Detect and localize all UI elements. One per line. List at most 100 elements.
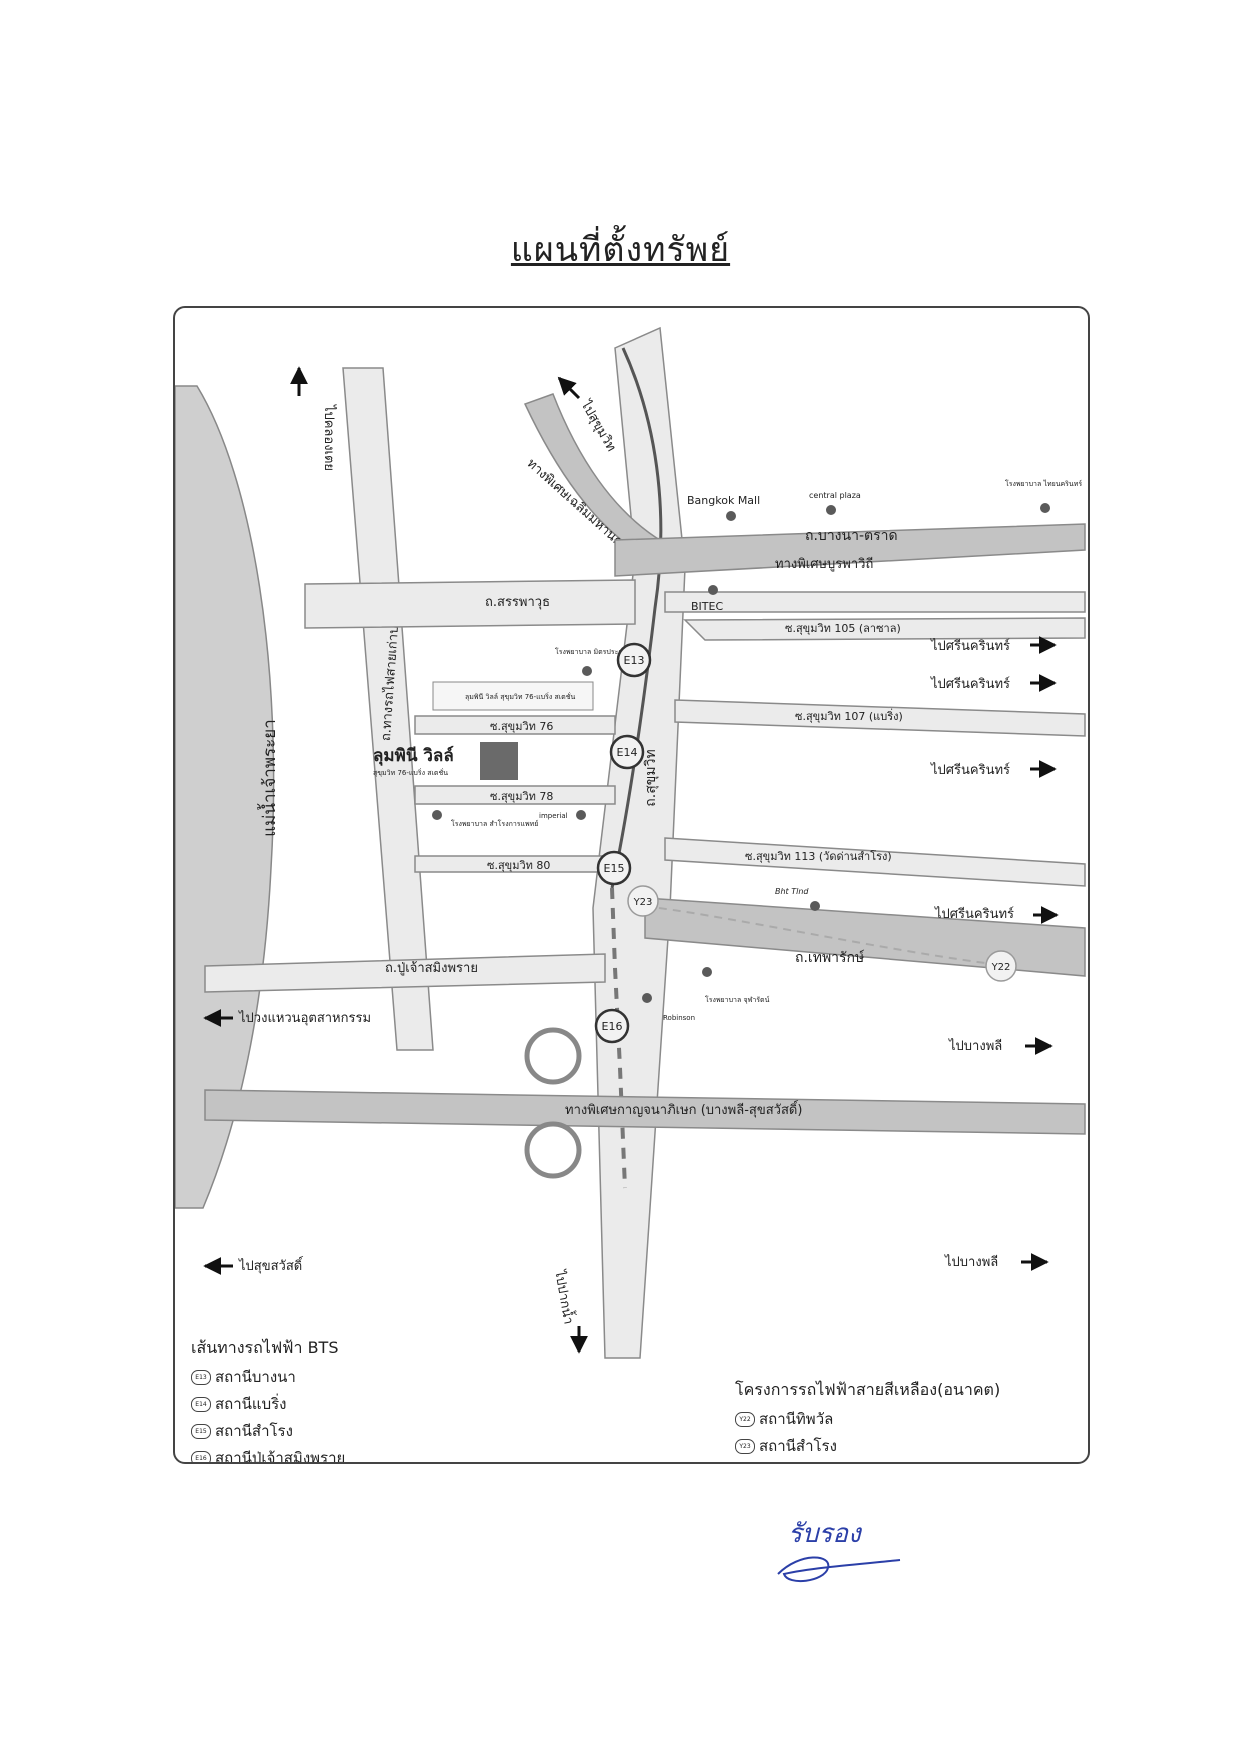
property-name: ลุมพินี วิลล์ bbox=[373, 745, 454, 766]
road-sanphawut-label: ถ.สรรพาวุธ bbox=[485, 595, 550, 610]
legend-label: สถานีสำโรง bbox=[759, 1437, 837, 1455]
dir-srinakarin-4: ไปศรีนครินทร์ bbox=[934, 906, 1014, 922]
legend-code: Y23 bbox=[735, 1438, 755, 1454]
legend-label: สถานีปู่เจ้าสมิงพราย bbox=[215, 1449, 346, 1464]
river bbox=[175, 385, 275, 1209]
poi-imperial-dot bbox=[576, 810, 586, 820]
poi-central: central plaza bbox=[809, 491, 861, 500]
road-puchao bbox=[204, 953, 606, 993]
road-soi-80-label: ซ.สุขุมวิท 80 bbox=[487, 859, 550, 872]
station-e16-label: E16 bbox=[602, 1020, 623, 1033]
road-old-railway bbox=[342, 367, 434, 1051]
road-puchao-label: ถ.ปู่เจ้าสมิงพราย bbox=[385, 961, 478, 976]
road-soi-105 bbox=[683, 617, 1086, 641]
signature: รับรอง bbox=[777, 1519, 901, 1583]
road-soi-78-label: ซ.สุขุมวิท 78 bbox=[490, 790, 553, 803]
legend-label: สถานีสำโรง bbox=[215, 1422, 293, 1440]
legend-item: E16 สถานีปู่เจ้าสมิงพราย bbox=[191, 1446, 346, 1464]
interchange-loop-lower bbox=[524, 1121, 582, 1179]
expressway-burapha-label: ทางพิเศษบูรพาวิถี bbox=[775, 556, 873, 572]
station-e14-label: E14 bbox=[617, 746, 638, 759]
property-sub: สุขุมวิท 76-แบริ่ง สเตชั่น bbox=[373, 768, 448, 777]
road-soi-76-label: ซ.สุขุมวิท 76 bbox=[490, 720, 553, 733]
road-soi-113-label: ซ.สุขุมวิท 113 (วัดด่านสำโรง) bbox=[745, 849, 892, 863]
poi-hospital-chularat: โรงพยาบาล จุฬารัตน์ bbox=[705, 995, 770, 1004]
legend-label: สถานีทิพวัล bbox=[759, 1410, 834, 1428]
poi-hospital-mitrpracha-dot bbox=[582, 666, 592, 676]
road-soi-76 bbox=[414, 715, 616, 735]
road-soi-113 bbox=[664, 837, 1086, 887]
station-e15-label: E15 bbox=[604, 862, 625, 875]
dir-sukhumvit-n: ไปสุขุมวิท bbox=[577, 397, 619, 454]
poi-imperial: imperial bbox=[539, 812, 568, 820]
road-soi-78 bbox=[414, 785, 616, 805]
property-small-label: ลุมพินี วิลล์ สุขุมวิท 76-แบริ่ง สเตชั่น bbox=[465, 692, 575, 701]
dir-srinakarin-3: ไปศรีนครินทร์ bbox=[930, 762, 1010, 778]
poi-bitec-dot bbox=[708, 585, 718, 595]
poi-robinson: Robinson bbox=[663, 1014, 695, 1022]
dir-srinakarin-2: ไปศรีนครินทร์ bbox=[930, 676, 1010, 692]
road-sanphawut bbox=[304, 579, 636, 629]
interchange-loop-upper bbox=[524, 1027, 582, 1085]
station-e13: E13 bbox=[616, 642, 652, 678]
legend-label: สถานีแบริ่ง bbox=[215, 1395, 287, 1413]
poi-hospital-samrong-dot bbox=[432, 810, 442, 820]
road-soi-107-label: ซ.สุขุมวิท 107 (แบริ่ง) bbox=[795, 708, 903, 723]
road-theparak bbox=[644, 897, 1086, 977]
map-canvas: แม่น้ำเจ้าพระยา ถ.ทางรถไฟสายเก่าปากน้ำ ถ… bbox=[175, 326, 1086, 1359]
station-y23: Y23 bbox=[627, 885, 659, 917]
poi-bangkok-mall: Bangkok Mall bbox=[687, 494, 760, 507]
station-y22: Y22 bbox=[985, 950, 1017, 982]
station-e16: E16 bbox=[594, 1008, 630, 1044]
signature-text: รับรอง bbox=[788, 1519, 863, 1549]
dir-pak-nam: ไปปากน้ำ bbox=[551, 1268, 578, 1326]
dir-bang-phli-2: ไปบางพลี bbox=[944, 1254, 998, 1270]
road-soi-105-label: ซ.สุขุมวิท 105 (ลาซาล) bbox=[785, 622, 901, 635]
dir-klong-toei: ไปคลองเตย bbox=[321, 404, 337, 471]
poi-bangkok-mall-dot bbox=[726, 511, 736, 521]
legend-yellow-title: โครงการรถไฟฟ้าสายสีเหลือง(อนาคต) bbox=[735, 1380, 1001, 1399]
dir-bang-phli-1: ไปบางพลี bbox=[948, 1038, 1002, 1054]
station-y22-label: Y22 bbox=[991, 962, 1011, 973]
page-title: แผนที่ตั้งทรัพย์ bbox=[510, 230, 731, 270]
dir-suksawat: ไปสุขสวัสดิ์ bbox=[238, 1256, 304, 1274]
location-map: แม่น้ำเจ้าพระยา ถ.ทางรถไฟสายเก่าปากน้ำ ถ… bbox=[173, 306, 1090, 1464]
legend-code: E14 bbox=[191, 1396, 211, 1412]
signature-flourish bbox=[777, 1556, 901, 1583]
property-building-icon bbox=[480, 742, 518, 780]
dir-srinakarin-1: ไปศรีนครินทร์ bbox=[930, 638, 1010, 654]
poi-hospital-thainakarin-dot bbox=[1040, 503, 1050, 513]
legend-code: Y22 bbox=[735, 1411, 755, 1427]
property-block bbox=[432, 681, 594, 711]
expressway-bangna bbox=[614, 523, 1086, 577]
legend-code: E13 bbox=[191, 1369, 211, 1385]
station-y23-label: Y23 bbox=[633, 897, 653, 908]
poi-hospital-thainakarin: โรงพยาบาล ไทยนครินทร์ bbox=[1005, 479, 1082, 488]
poi-hospital-chularat-dot bbox=[702, 967, 712, 977]
poi-central-dot bbox=[826, 505, 836, 515]
yellow-line-theparak bbox=[658, 907, 986, 964]
legend-code: E16 bbox=[191, 1450, 211, 1462]
river-label: แม่น้ำเจ้าพระยา bbox=[257, 719, 280, 837]
poi-bitec: BITEC bbox=[691, 600, 723, 613]
poi-hospital-mitrpracha: โรงพยาบาล มิตรประชา bbox=[555, 647, 627, 656]
station-e13-label: E13 bbox=[624, 654, 645, 667]
expressway-kanchana-label: ทางพิเศษกาญจนาภิเษก (บางพลี-สุขสวัสดิ์) bbox=[565, 1100, 802, 1118]
dir-industrial-ring: ไปวงแหวนอุตสาหกรรม bbox=[238, 1010, 371, 1026]
legend-label: สถานีบางนา bbox=[215, 1368, 296, 1386]
arrow-sukhumvit-n bbox=[557, 376, 581, 400]
road-soi-107 bbox=[674, 699, 1086, 737]
poi-hospital-samrong: โรงพยาบาล สำโรงการแพทย์ bbox=[451, 819, 538, 828]
bts-line bbox=[610, 347, 663, 889]
road-sukhumvit-label: ถ.สุขุมวิท bbox=[643, 749, 659, 806]
legend-code: E15 bbox=[191, 1423, 211, 1439]
poi-robinson-dot bbox=[642, 993, 652, 1003]
road-theparak-label: ถ.เทพารักษ์ bbox=[795, 949, 865, 966]
